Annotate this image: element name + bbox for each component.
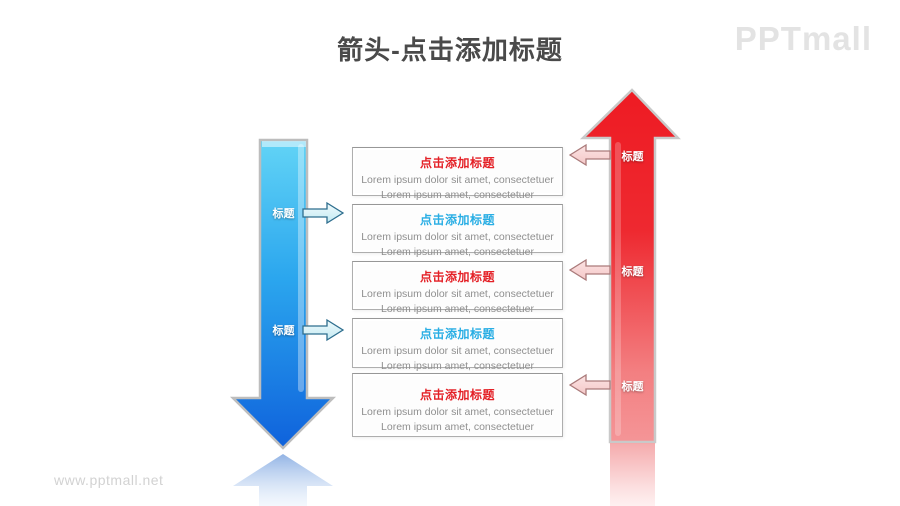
box-title[interactable]: 点击添加标题 [419, 156, 495, 170]
pptmall-logo: PPTmall [734, 20, 872, 57]
watermark-url: www.pptmall.net [54, 472, 164, 488]
box-body-line: Lorem ipsum amet, consectetuer [381, 359, 534, 372]
box-body-line: Lorem ipsum amet, consectetuer [381, 302, 534, 315]
box-body-line: Lorem ipsum dolor sit amet, consectetuer [361, 288, 554, 300]
box-body-line: Lorem ipsum dolor sit amet, consectetuer [361, 174, 554, 186]
blue-arrow-reflection [233, 454, 333, 506]
box-body-line: Lorem ipsum amet, consectetuer [381, 188, 534, 201]
pink-connector-arrow-2 [569, 258, 611, 282]
blue-shaft-label-2[interactable]: 标题 [272, 325, 295, 337]
red-up-arrow[interactable] [576, 80, 686, 446]
box-body-line: Lorem ipsum amet, consectetuer [381, 245, 534, 258]
box-body-line: Lorem ipsum dolor sit amet, consectetuer [361, 231, 554, 243]
red-shaft-label-2[interactable]: 标题 [621, 266, 644, 278]
page-title: 箭头-点击添加标题 [337, 35, 563, 65]
red-arrow-reflection [610, 443, 655, 506]
blue-down-arrow[interactable] [224, 134, 346, 456]
placeholder-box-2[interactable]: 点击添加标题 Lorem ipsum dolor sit amet, conse… [352, 204, 563, 258]
box-body-line: Lorem ipsum dolor sit amet, consectetuer [361, 345, 554, 357]
red-shaft-label-3[interactable]: 标题 [621, 381, 644, 393]
box-body-line: Lorem ipsum amet, consectetuer [381, 420, 534, 433]
pink-connector-arrow-1 [569, 143, 611, 167]
placeholder-box-3[interactable]: 点击添加标题 Lorem ipsum dolor sit amet, conse… [352, 261, 563, 315]
placeholder-box-1[interactable]: 点击添加标题 Lorem ipsum dolor sit amet, conse… [352, 147, 563, 201]
box-title[interactable]: 点击添加标题 [419, 270, 495, 284]
cyan-connector-arrow-2 [302, 318, 344, 342]
red-shaft-label-1[interactable]: 标题 [621, 151, 644, 163]
box-title[interactable]: 点击添加标题 [419, 388, 495, 402]
box-title[interactable]: 点击添加标题 [419, 213, 495, 227]
box-body-line: Lorem ipsum dolor sit amet, consectetuer [361, 406, 554, 418]
placeholder-box-5[interactable]: 点击添加标题 Lorem ipsum dolor sit amet, conse… [352, 373, 563, 437]
box-title[interactable]: 点击添加标题 [419, 327, 495, 341]
placeholder-box-4[interactable]: 点击添加标题 Lorem ipsum dolor sit amet, conse… [352, 318, 563, 372]
cyan-connector-arrow-1 [302, 201, 344, 225]
blue-shaft-label-1[interactable]: 标题 [272, 208, 295, 220]
pink-connector-arrow-3 [569, 373, 611, 397]
